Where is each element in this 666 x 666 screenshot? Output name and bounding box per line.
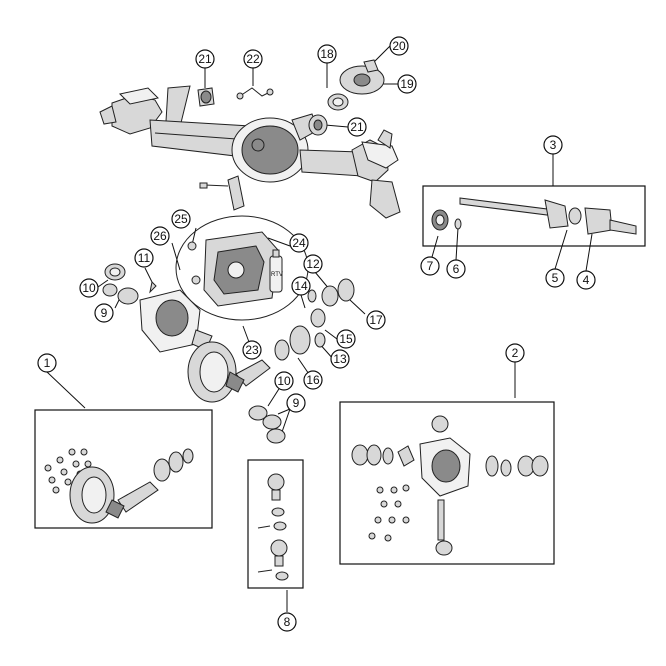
svg-text:4: 4 [583,273,590,287]
callout-9-lower: 9 [286,393,306,413]
diff-carrier-middle [102,263,355,444]
callout-22: 22 [243,49,263,69]
svg-text:17: 17 [369,313,383,327]
callout-15: 15 [336,329,356,349]
callout-17: 17 [366,310,386,330]
callout-5: 5 [545,268,565,288]
svg-text:25: 25 [174,212,188,226]
svg-text:21: 21 [350,120,364,134]
svg-text:24: 24 [292,236,306,250]
svg-text:14: 14 [294,279,308,293]
callout-21-right: 21 [347,117,367,137]
diff-rebuild-kit-box [339,401,555,565]
callout-13: 13 [330,349,350,369]
callout-18: 18 [317,44,337,64]
bolt-set [368,484,410,542]
svg-text:18: 18 [320,47,334,61]
ball-joint-kit-box [247,459,304,589]
callout-1: 1 [37,353,57,373]
callout-2: 2 [505,343,525,363]
callout-20: 20 [389,36,409,56]
callout-9-upper: 9 [94,303,114,323]
callout-7: 7 [420,256,440,276]
callout-11: 11 [134,248,154,268]
callout-21-top: 21 [195,49,215,69]
svg-text:6: 6 [453,262,460,276]
callout-26: 26 [150,226,170,246]
callout-19: 19 [397,74,417,94]
callout-4: 4 [576,270,596,290]
svg-text:22: 22 [246,52,260,66]
svg-text:11: 11 [138,251,151,265]
svg-text:21: 21 [198,52,212,66]
svg-text:3: 3 [550,138,557,152]
svg-text:10: 10 [277,374,291,388]
svg-text:16: 16 [306,373,320,387]
sealant-tube-label: RTV [271,272,283,278]
top-parts [197,59,385,136]
axle-shaft-group [422,185,646,247]
svg-text:9: 9 [293,396,300,410]
svg-text:5: 5 [552,271,559,285]
svg-text:20: 20 [392,39,406,53]
callout-23: 23 [242,340,262,360]
callout-12: 12 [303,254,323,274]
callout-16: 16 [303,370,323,390]
svg-text:7: 7 [427,259,434,273]
svg-text:1: 1 [44,356,51,370]
callout-10-lower: 10 [274,371,294,391]
diff-cover-group: RTV [175,215,309,321]
svg-text:9: 9 [101,306,108,320]
svg-text:19: 19 [400,77,414,91]
svg-text:26: 26 [153,229,167,243]
callout-3: 3 [543,135,563,155]
callout-10-upper: 10 [79,278,99,298]
svg-text:15: 15 [339,332,353,346]
svg-text:10: 10 [82,281,96,295]
svg-text:8: 8 [284,615,291,629]
svg-text:2: 2 [512,346,519,360]
callout-25: 25 [171,209,191,229]
ring-pinion-kit-box [34,409,213,529]
callout-14: 14 [291,276,311,296]
svg-text:23: 23 [245,343,259,357]
svg-text:12: 12 [306,257,320,271]
axle-housing [99,85,401,219]
callout-8: 8 [277,612,297,632]
callout-24: 24 [289,233,309,253]
callout-6: 6 [446,259,466,279]
svg-text:13: 13 [333,352,347,366]
